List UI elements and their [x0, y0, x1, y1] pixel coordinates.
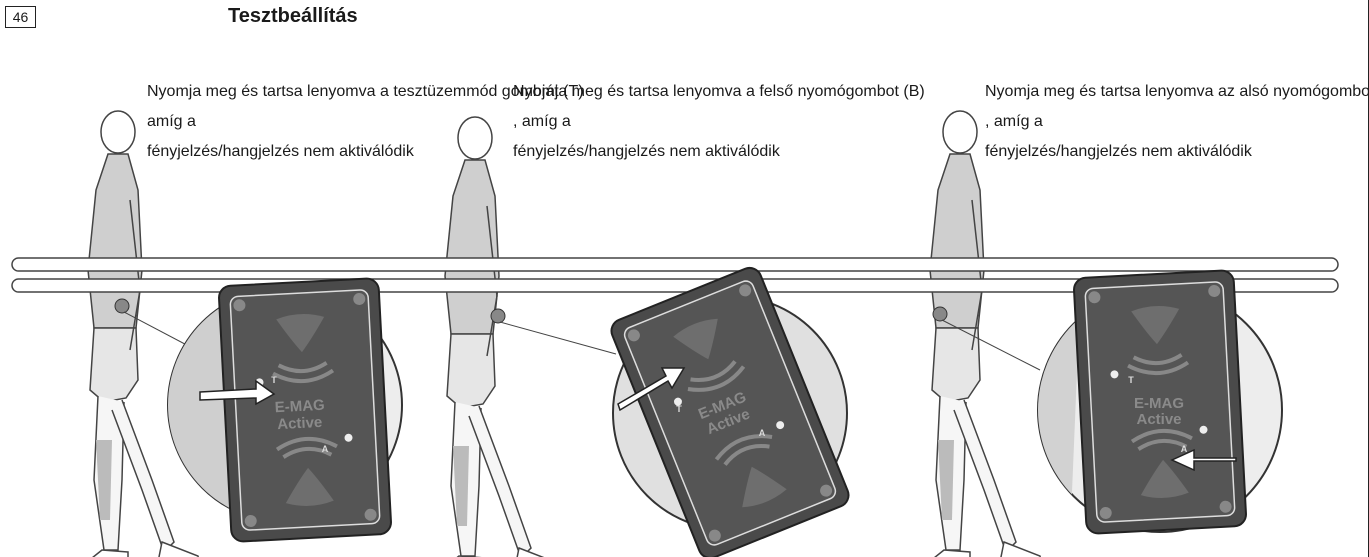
device-model-3: Active	[1136, 411, 1181, 428]
device-label-t-3: T	[1128, 375, 1134, 385]
device-label-a-2: A	[759, 428, 766, 438]
device-model-1: Active	[277, 414, 323, 433]
step-2-line-1: Nyomja meg és tartsa lenyomva a felső ny…	[513, 77, 925, 107]
step-2-line-3: fényjelzés/hangjelzés nem aktiválódik	[513, 137, 925, 167]
device-brand-3: E-MAG	[1134, 395, 1184, 412]
device-label-t-2: T	[676, 404, 682, 414]
instruction-step-3: Nyomja meg és tartsa lenyomva az alsó ny…	[985, 77, 1369, 167]
device-label-a-1: A	[322, 444, 329, 454]
device-label-t-1: T	[271, 375, 277, 385]
instruction-step-2: Nyomja meg és tartsa lenyomva a felső ny…	[513, 77, 925, 167]
step-2-line-2: , amíg a	[513, 107, 925, 137]
step-3-line-3: fényjelzés/hangjelzés nem aktiválódik	[985, 137, 1369, 167]
walker-figure-3	[924, 111, 1042, 557]
walker-figure-1	[82, 111, 200, 557]
device-label-a-3: A	[1181, 444, 1188, 454]
step-3-line-1: Nyomja meg és tartsa lenyomva az alsó ny…	[985, 77, 1369, 107]
step-3-line-2: , amíg a	[985, 107, 1369, 137]
walker-figure-2	[439, 117, 557, 557]
